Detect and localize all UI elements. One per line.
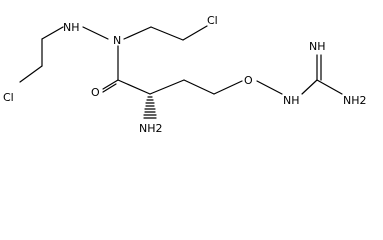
bond-n-ch2 bbox=[123, 26, 152, 40]
bond-cgamma-o bbox=[213, 80, 243, 95]
bond-c-o-1 bbox=[102, 79, 119, 90]
bond-calpha-cbeta bbox=[149, 79, 185, 95]
atom-n: N bbox=[113, 34, 121, 47]
bond-cguan-nh2 bbox=[316, 79, 343, 95]
atom-nh-guanidine: NH bbox=[283, 94, 300, 107]
bond-c-o-2 bbox=[102, 83, 117, 93]
bond-c-calpha bbox=[117, 79, 151, 95]
hashed-wedge-bond bbox=[143, 96, 157, 119]
bonds bbox=[19, 25, 343, 119]
bond-nh-ch2 bbox=[41, 26, 64, 40]
bond-ch2-ch2-top bbox=[150, 26, 184, 41]
bond-nh-cguan bbox=[301, 79, 318, 95]
bond-ch2-cl-top bbox=[182, 25, 208, 41]
atom-nh2-alpha: NH2 bbox=[139, 122, 163, 135]
atom-nh2-guanidine: NH2 bbox=[343, 94, 367, 107]
bond-o-nh bbox=[256, 80, 283, 95]
bond-cbeta-cgamma bbox=[183, 79, 215, 95]
atom-cl-left: Cl bbox=[3, 91, 14, 104]
bond-ch2-cl-left bbox=[19, 65, 43, 83]
structure-diagram: NH N Cl Cl O NH2 O NH NH NH2 bbox=[3, 14, 367, 135]
bond-nh-n bbox=[82, 26, 109, 40]
atom-labels: NH N Cl Cl O NH2 O NH NH NH2 bbox=[3, 14, 367, 135]
atom-cl-top: Cl bbox=[207, 14, 218, 27]
atom-nh-imine: NH bbox=[309, 40, 326, 53]
atom-o-ether: O bbox=[244, 74, 253, 87]
atom-nh: NH bbox=[63, 21, 80, 34]
atom-o-carbonyl: O bbox=[91, 86, 100, 99]
